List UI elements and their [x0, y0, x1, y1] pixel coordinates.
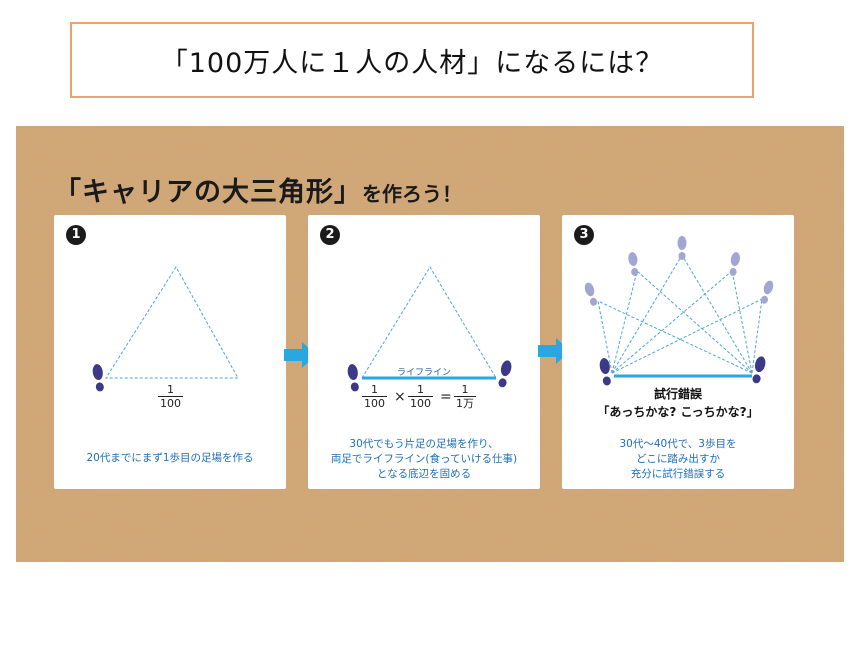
footprint-icon [628, 252, 639, 276]
panel-2-caption: 30代でもう片足の足場を作り、 両足でライフライン(食っていける仕事) となる底… [330, 438, 518, 480]
footprint-icon [498, 360, 512, 388]
fraction-term-1: 1 100 [362, 383, 387, 410]
dashed-triangle [105, 266, 239, 379]
equals-sign: = [440, 389, 452, 405]
panel-step-2: 2 ライフライン 1 100 × 1 100 = 1 1万 [308, 215, 540, 489]
triangle-diagram-1 [92, 266, 239, 392]
heading-suffix: を作ろう！ [362, 182, 462, 206]
footprint-icon [347, 364, 359, 392]
fraction-result: 1 1万 [454, 383, 476, 410]
step-number-3: 3 [574, 225, 594, 245]
panel-step-1: 1 1 100 20代までにまず1歩目の足場を作る [54, 215, 286, 489]
trial-title: 試行錯誤 [653, 387, 702, 401]
panel-3-caption: 30代〜40代で、3歩目を どこに踏み出すか 充分に試行錯誤する [619, 438, 737, 480]
fraction-1-100: 1 100 [158, 383, 183, 410]
trial-subtitle: 「あっちかな? こっちかな?」 [597, 405, 759, 419]
times-sign: × [394, 389, 406, 405]
footprint-icon [92, 364, 104, 392]
fraction-term-2: 1 100 [408, 383, 433, 410]
footprint-icon [760, 280, 774, 304]
step-number-2: 2 [320, 225, 340, 245]
step-number-1: 1 [66, 225, 86, 245]
footprint-icon [752, 356, 766, 384]
page-title: 「100万人に１人の人材」になるには？ [160, 47, 664, 79]
lifeline-label: ライフライン [396, 368, 451, 378]
footprint-icon [599, 358, 611, 386]
footprint-icon [677, 236, 687, 260]
footprint-icon [584, 282, 598, 306]
panel-1-caption: 20代までにまず1歩目の足場を作る [86, 452, 254, 464]
trial-diagram-3 [584, 236, 774, 386]
title-box: 「100万人に１人の人材」になるには？ [70, 22, 754, 98]
triangle-diagram-2 [347, 266, 512, 392]
diagram-heading: 「キャリアの大三角形」を作ろう！ [54, 170, 462, 209]
heading-main: 「キャリアの大三角形」 [54, 177, 362, 208]
panel-step-3: 3 [562, 215, 794, 489]
footprint-icon [729, 252, 740, 276]
cork-board: 「キャリアの大三角形」を作ろう！ 1 1 100 20代までにまず1歩目の足場を… [16, 126, 844, 562]
